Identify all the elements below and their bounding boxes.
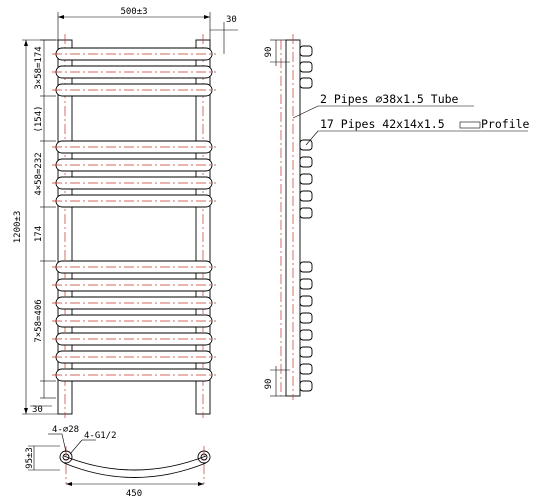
height-dimension: 1200±3 (13, 211, 23, 244)
plan-curved-bar (63, 455, 207, 471)
top-section-dimension: 3×58=174 (34, 46, 44, 89)
bar-centerlines (52, 53, 216, 376)
profile-symbol-icon (459, 121, 481, 129)
bottom-section-dimension: 7×58=406 (34, 299, 44, 342)
plan-depth-dimension: 95±3 (25, 447, 35, 469)
plan-view: 450 95±3 4-⌀28 4-G1/2 (25, 425, 211, 499)
front-view: 500±3 30 1200±3 3×58=174 (154) 4×58=232 … (13, 7, 238, 418)
side-view: 90 90 (264, 34, 528, 400)
bottom-offset-dimension: 30 (32, 405, 43, 415)
bar-group-middle (55, 140, 213, 208)
side-bar-stubs (299, 45, 313, 392)
side-top-dimension: 90 (264, 47, 274, 58)
plan-hole-callout: 4-⌀28 (52, 425, 79, 435)
middle-section-dimension: 4×58=232 (34, 152, 44, 195)
side-bottom-dimension: 90 (264, 379, 274, 390)
lower-gap-dimension: 174 (34, 226, 44, 242)
plan-centers-dimension: 450 (126, 489, 142, 499)
plan-thread-callout: 4-G1/2 (84, 431, 117, 441)
top-offset-dimension: 30 (226, 15, 237, 25)
profile-label: Profile (481, 117, 530, 131)
horizontal-pipe-callout: 17 Pipes 42x14x1.5 (320, 117, 445, 131)
upper-gap-dimension: (154) (34, 105, 44, 132)
width-dimension: 500±3 (120, 7, 147, 17)
vertical-pipe-callout: 2 Pipes ⌀38x1.5 Tube (320, 92, 459, 106)
